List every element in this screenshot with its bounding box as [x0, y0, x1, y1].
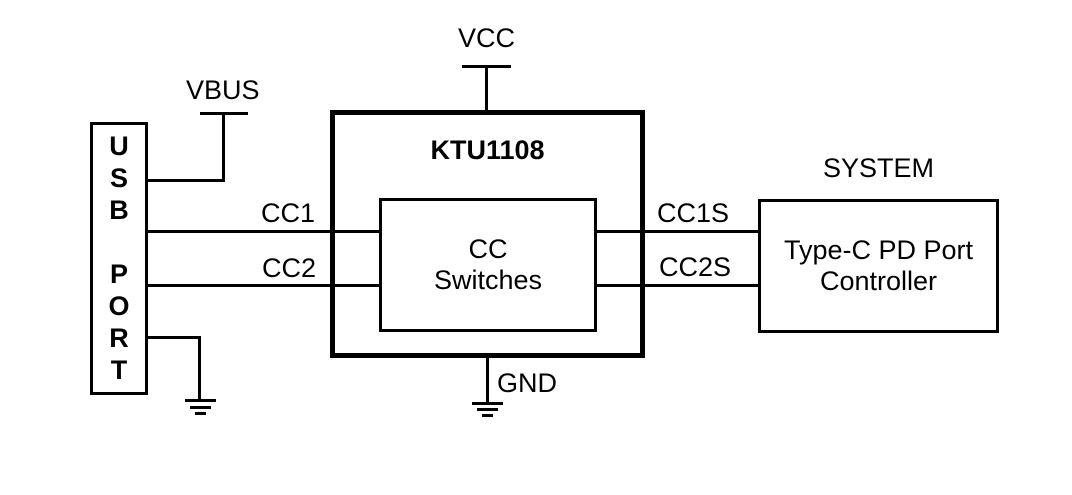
usb-port-letter: P — [109, 259, 128, 289]
cc-switches-box: CC Switches — [379, 198, 597, 332]
ktu1108-title: KTU1108 — [430, 135, 545, 165]
cc2-label: CC2 — [262, 253, 317, 283]
system-caption: SYSTEM — [822, 153, 935, 183]
usb-port-letter: U — [109, 131, 129, 161]
usb-ground-stem — [198, 336, 201, 400]
cc1-wire — [148, 230, 380, 233]
cc2s-wire — [596, 284, 760, 287]
pd-controller-label-line2: Controller — [819, 266, 938, 296]
vcc-stem — [485, 65, 488, 113]
usb-port-letter: T — [110, 355, 128, 385]
vcc-label: VCC — [458, 23, 516, 53]
cc1s-label: CC1S — [657, 198, 730, 228]
vbus-stem — [222, 112, 225, 182]
usb-port-letter: R — [109, 323, 129, 353]
gnd-stem — [486, 356, 489, 402]
cc2-wire — [148, 284, 380, 287]
gnd-label: GND — [497, 368, 557, 398]
cc1s-wire — [596, 230, 760, 233]
usb-port-box: U S B P O R T — [90, 122, 148, 395]
cc-switches-label-line1: CC — [468, 234, 508, 264]
pd-controller-label-line1: Type-C PD Port — [783, 235, 974, 265]
usb-port-letter: B — [109, 195, 129, 225]
cc2s-label: CC2S — [659, 252, 732, 282]
vbus-wire — [148, 179, 225, 182]
usb-port-letter: S — [109, 163, 128, 193]
usb-ground-wire — [148, 336, 201, 339]
usb-port-letter: O — [108, 291, 130, 321]
ktu1108-box — [330, 110, 645, 358]
cc-switches-label-line2: Switches — [433, 265, 543, 295]
vbus-label: VBUS — [186, 75, 260, 105]
pd-port-controller-box: Type-C PD Port Controller — [758, 199, 999, 333]
cc1-label: CC1 — [261, 198, 316, 228]
